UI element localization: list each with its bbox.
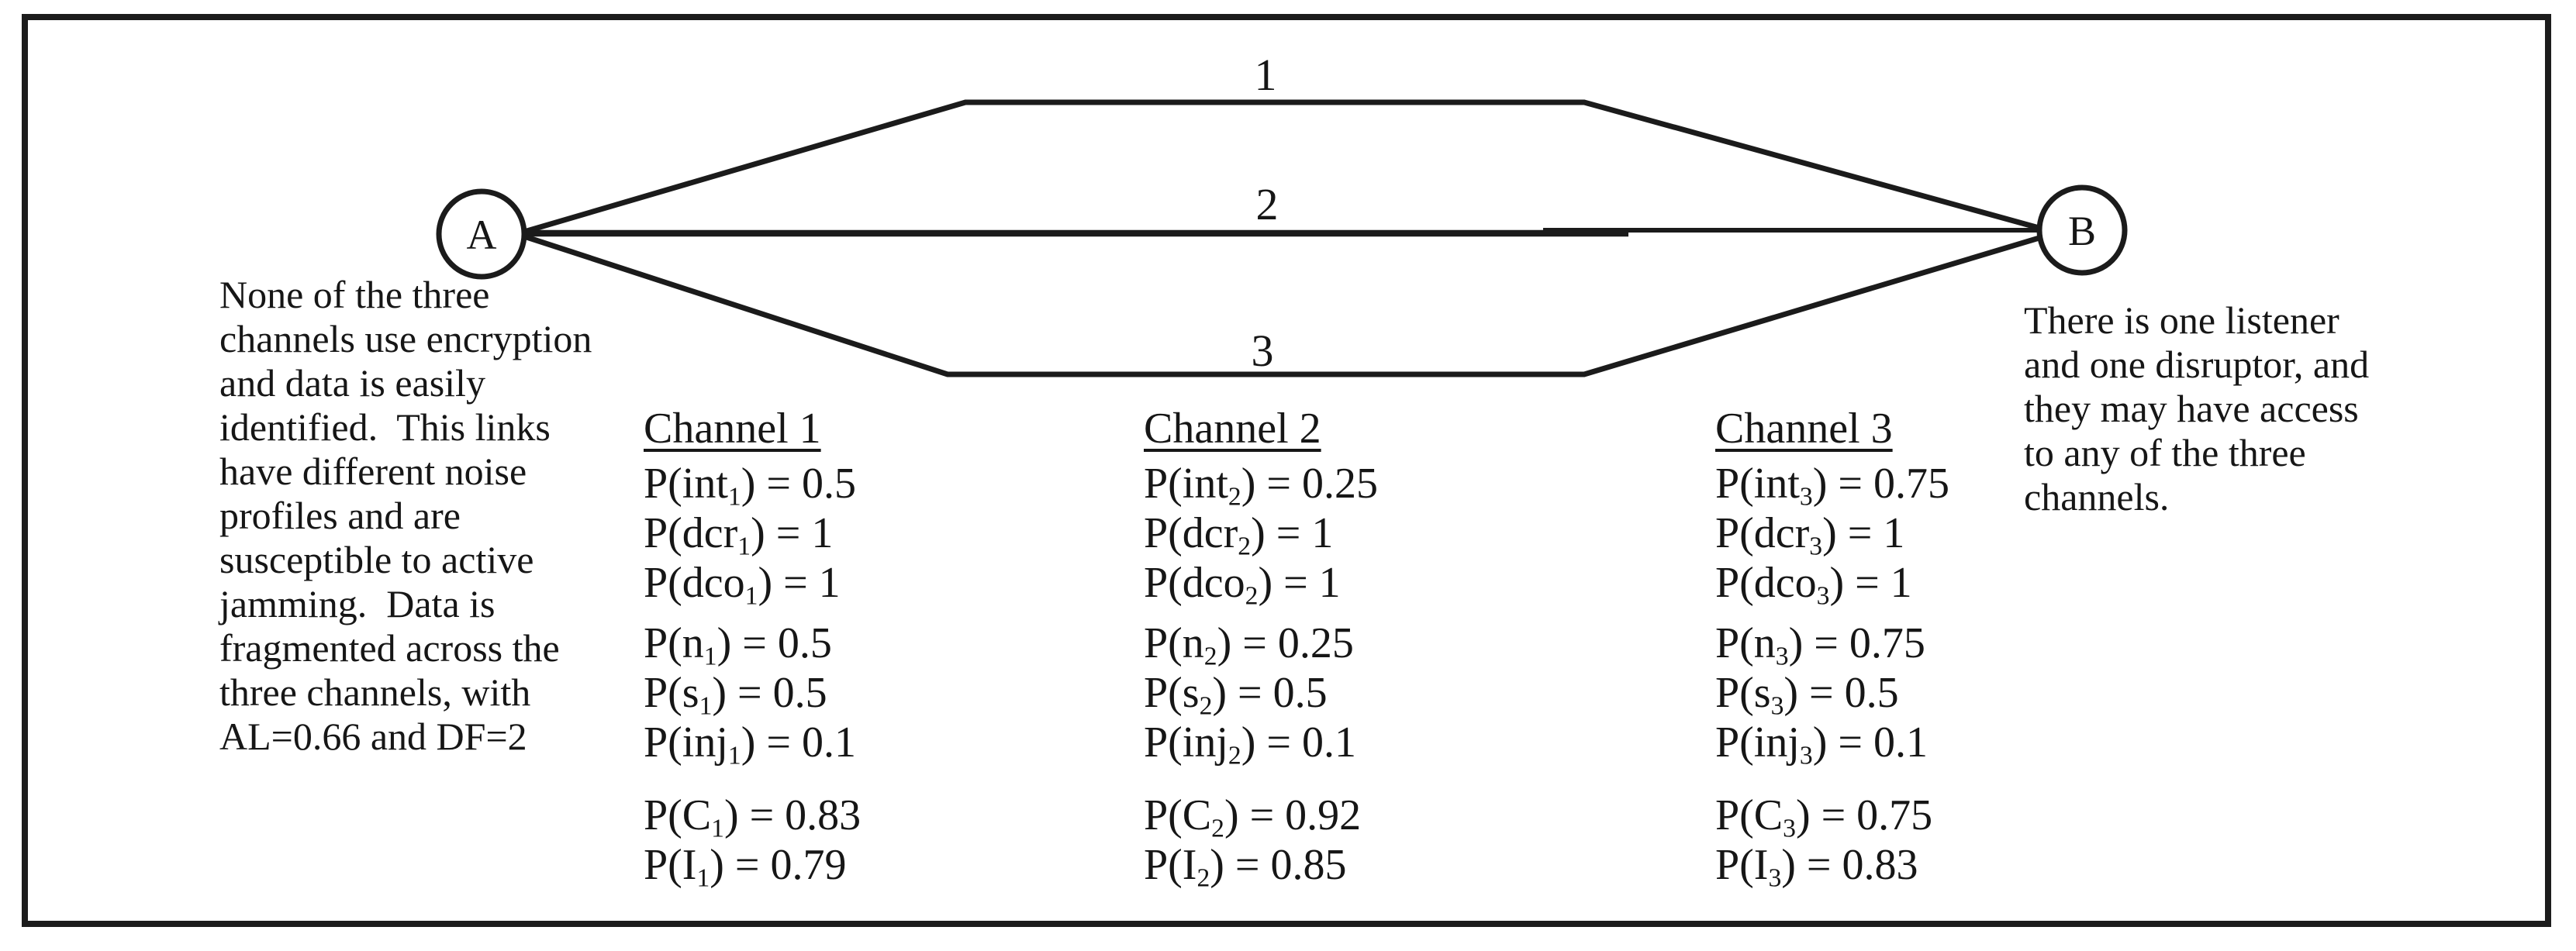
note-line: channels.	[2024, 475, 2170, 519]
note-line: they may have access	[2024, 387, 2359, 430]
channel-3-title: Channel 3	[1715, 405, 1893, 453]
note-line: channels use encryption	[219, 317, 592, 360]
prob-row: P(n2) = 0.25	[1144, 619, 1354, 671]
channel-2-title: Channel 2	[1144, 405, 1321, 453]
note-line: three channels, with	[219, 670, 531, 714]
note-line: AL=0.66 and DF=2	[219, 715, 527, 758]
note-line: have different noise	[219, 450, 527, 493]
channel-3-edge-label: 3	[1251, 326, 1274, 376]
note-line: None of the three	[219, 273, 490, 316]
prob-row: P(int3) = 0.75	[1715, 460, 1949, 512]
channel-1-column: Channel 1 P(int1) = 0.5 P(dcr1) = 1 P(dc…	[644, 403, 862, 893]
node-a-label: A	[466, 212, 497, 258]
prob-row: P(dco3) = 1	[1715, 559, 1912, 611]
channel-1-title: Channel 1	[644, 405, 821, 453]
note-line: There is one listener	[2024, 298, 2339, 342]
node-b-label: B	[2067, 208, 2097, 254]
channel-3-edge	[523, 233, 2043, 377]
prob-row: P(s2) = 0.5	[1144, 669, 1328, 721]
note-line: and one disruptor, and	[2024, 343, 2370, 386]
prob-row: P(inj3) = 0.1	[1715, 718, 1928, 770]
prob-row: P(C3) = 0.75	[1715, 791, 1933, 843]
prob-row: P(inj1) = 0.1	[644, 718, 856, 770]
prob-row: P(int1) = 0.5	[644, 460, 856, 512]
prob-row: P(dco1) = 1	[644, 559, 841, 611]
channel-1-edge-label: 1	[1254, 50, 1277, 100]
prob-row: P(dcr1) = 1	[644, 509, 834, 561]
prob-row: P(n1) = 0.5	[644, 619, 832, 671]
prob-row: P(dcr3) = 1	[1715, 509, 1905, 561]
prob-row: P(C2) = 0.92	[1144, 791, 1362, 843]
note-line: fragmented across the	[219, 626, 560, 670]
note-line: to any of the three	[2024, 431, 2306, 474]
prob-row: P(dcr2) = 1	[1144, 509, 1334, 561]
node-a-circle	[436, 188, 527, 280]
prob-row: P(I3) = 0.83	[1715, 841, 1918, 893]
node-b-circle	[2036, 184, 2128, 276]
prob-row: P(inj2) = 0.1	[1144, 718, 1356, 770]
prob-row: P(C1) = 0.83	[644, 791, 862, 843]
prob-row: P(dco2) = 1	[1144, 559, 1341, 611]
channel-3-column: Channel 3 P(int3) = 0.75 P(dcr3) = 1 P(d…	[1715, 403, 1949, 893]
prob-row: P(n3) = 0.75	[1715, 619, 1925, 671]
note-line: and data is easily	[219, 361, 485, 405]
right-note: There is one listener and one disruptor,…	[2024, 298, 2369, 519]
note-line: profiles and are	[219, 494, 461, 537]
channel-2-edge-label: 2	[1255, 179, 1279, 229]
channel-1-edge	[523, 99, 2042, 235]
prob-row: P(I1) = 0.79	[644, 841, 847, 893]
left-note: None of the three channels use encryptio…	[219, 273, 592, 759]
prob-row: P(s1) = 0.5	[644, 669, 827, 721]
note-line: identified. This links	[219, 405, 551, 449]
channel-2-column: Channel 2 P(int2) = 0.25 P(dcr2) = 1 P(d…	[1144, 403, 1378, 893]
figure-border	[22, 14, 2551, 927]
note-line: susceptible to active	[219, 538, 534, 581]
prob-row: P(I2) = 0.85	[1144, 841, 1347, 893]
note-line: jamming. Data is	[219, 582, 496, 625]
prob-row: P(int2) = 0.25	[1144, 460, 1378, 512]
prob-row: P(s3) = 0.5	[1715, 669, 1899, 721]
